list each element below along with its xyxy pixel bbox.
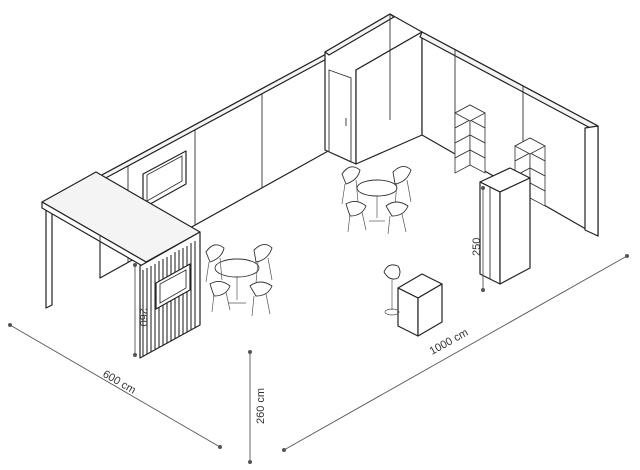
table-set-back (341, 166, 412, 235)
table-set-front (205, 244, 273, 317)
back-wall-right (419, 31, 599, 237)
slatted-tower (139, 231, 201, 359)
dimension-tower (133, 263, 137, 357)
door-module (324, 13, 423, 165)
bar-stool (383, 264, 401, 316)
storage-room (479, 167, 531, 285)
door-panel (328, 69, 352, 163)
cube-shelf-left (454, 104, 486, 174)
dimension-depth (8, 323, 222, 449)
dimension-length (282, 254, 629, 452)
info-counter (397, 273, 443, 337)
chair (392, 166, 412, 206)
tower-screen (155, 263, 191, 310)
dimension-depth-label: 600 cm (101, 368, 138, 396)
chair (385, 201, 409, 235)
chair (209, 281, 231, 313)
entrance-frame (41, 171, 201, 309)
picture-frame (142, 150, 187, 209)
dimension-storage-label: 250 (471, 238, 483, 256)
chair (249, 281, 273, 317)
dimension-tower-label: 260 (137, 308, 149, 326)
chair (205, 244, 225, 283)
dimension-storage (481, 186, 485, 292)
chair (345, 201, 367, 233)
dimension-height-label: 260 cm (255, 388, 267, 424)
chair (253, 244, 273, 284)
chair (341, 166, 361, 205)
dimension-height (248, 350, 252, 464)
dimension-length-label: 1000 cm (428, 327, 471, 358)
